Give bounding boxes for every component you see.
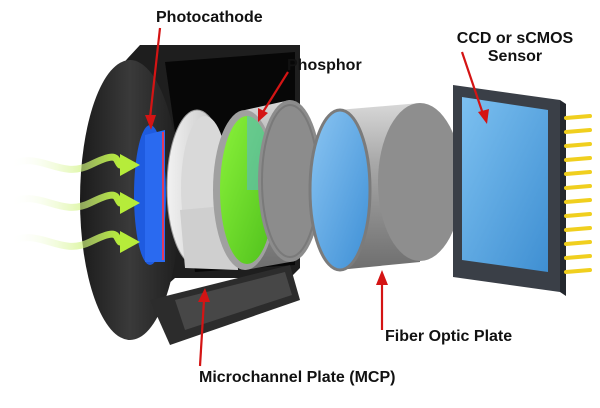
phosphor-assembly xyxy=(213,100,322,270)
label-phosphor: Phosphor xyxy=(287,57,362,74)
pointer-arrow xyxy=(145,27,489,367)
photocathode-disc xyxy=(134,125,166,265)
label-sensor: CCD or sCMOS Sensor xyxy=(440,30,590,67)
label-sensor-line1: CCD or sCMOS xyxy=(456,30,574,47)
label-sensor-line2: Sensor xyxy=(487,48,543,66)
fiber-optic-cylinder xyxy=(308,103,462,272)
label-fiber-optic-plate: Fiber Optic Plate xyxy=(385,328,513,345)
sensor-board xyxy=(453,85,566,296)
sensor-pins xyxy=(564,114,592,274)
light-ray-arrow xyxy=(6,153,140,253)
label-photocathode: Photocathode xyxy=(156,9,263,26)
mcp-disc xyxy=(166,109,238,270)
label-mcp: Microchannel Plate (MCP) xyxy=(199,369,396,386)
